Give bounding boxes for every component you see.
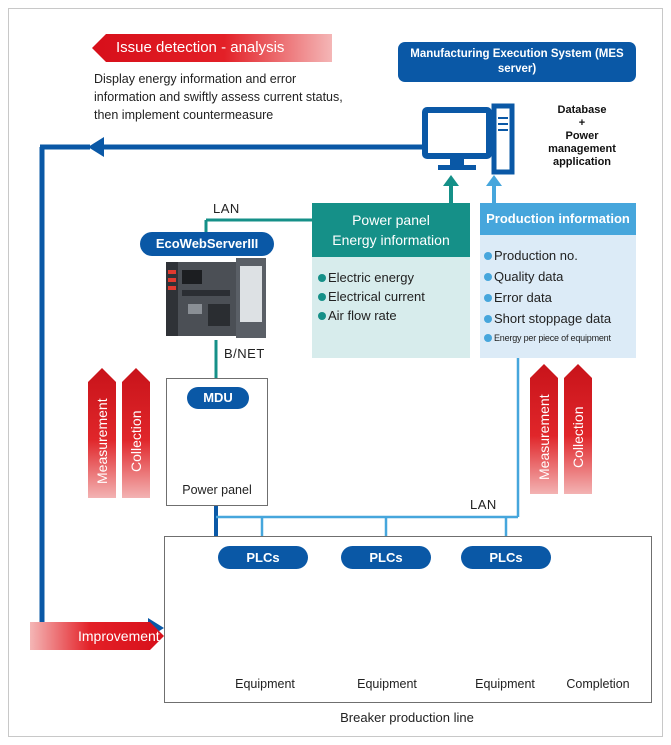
production-info-header: Production information xyxy=(480,203,636,235)
plc-badge: PLCs xyxy=(218,546,308,569)
mdu-badge: MDU xyxy=(187,387,249,409)
improvement-banner: Improvement xyxy=(30,622,164,650)
server-tower-icon xyxy=(491,103,515,175)
plc-badge: PLCs xyxy=(461,546,551,569)
issue-detection-banner: Issue detection - analysis xyxy=(92,34,332,62)
equipment-label: Equipment xyxy=(475,677,535,691)
production-info-item: Production no. xyxy=(484,245,634,266)
lan-blue-bus xyxy=(216,358,520,546)
issue-description: Display energy information and error inf… xyxy=(94,72,343,122)
collection-arrow-left: Collection xyxy=(122,368,150,498)
equipment-label: Equipment xyxy=(357,677,417,691)
improvement-label: Improvement xyxy=(78,628,160,644)
energy-info-list: Electric energy Electrical current Air f… xyxy=(318,268,468,325)
power-panel-label: Power panel xyxy=(182,483,252,497)
energy-info-header: Power panel Energy information xyxy=(312,203,470,257)
production-info-item: Error data xyxy=(484,287,634,308)
ecowebserver-badge: EcoWebServerIII xyxy=(140,232,274,256)
equipment-label: Equipment xyxy=(235,677,295,691)
lan-label-bottom: LAN xyxy=(470,497,497,512)
production-info-item: Energy per piece of equipment xyxy=(484,329,634,347)
database-label: Database + Power management application xyxy=(548,104,616,168)
collection-label-right: Collection xyxy=(570,406,586,468)
plc-badge: PLCs xyxy=(341,546,431,569)
production-line-caption: Breaker production line xyxy=(340,710,474,725)
bnet-label: B/NET xyxy=(224,346,265,361)
energy-info-item: Electrical current xyxy=(318,287,468,306)
mes-title: Manufacturing Execution System (MES serv… xyxy=(410,48,624,75)
production-info-list: Production no. Quality data Error data S… xyxy=(484,245,634,347)
measurement-arrow-right: Measurement xyxy=(530,364,558,494)
monitor-icon xyxy=(422,107,492,170)
production-up-arrow xyxy=(486,175,502,203)
completion-label: Completion xyxy=(566,677,630,691)
lan-teal-line xyxy=(204,218,312,232)
energy-info-item: Air flow rate xyxy=(318,306,468,325)
collection-arrow-right: Collection xyxy=(564,364,592,494)
measurement-arrow-left: Measurement xyxy=(88,368,116,498)
ecowebserver-device-icon xyxy=(166,258,266,338)
issue-detection-label: Issue detection - analysis xyxy=(116,39,285,56)
measurement-label-right: Measurement xyxy=(536,394,552,480)
energy-info-item: Electric energy xyxy=(318,268,468,287)
energy-up-arrow xyxy=(443,175,459,203)
production-info-item: Short stoppage data xyxy=(484,308,634,329)
mes-server-box: Manufacturing Execution System (MES serv… xyxy=(398,42,636,82)
lan-label-top: LAN xyxy=(213,201,240,216)
production-info-item: Quality data xyxy=(484,266,634,287)
collection-label-left: Collection xyxy=(128,410,144,472)
measurement-label-left: Measurement xyxy=(94,398,110,484)
